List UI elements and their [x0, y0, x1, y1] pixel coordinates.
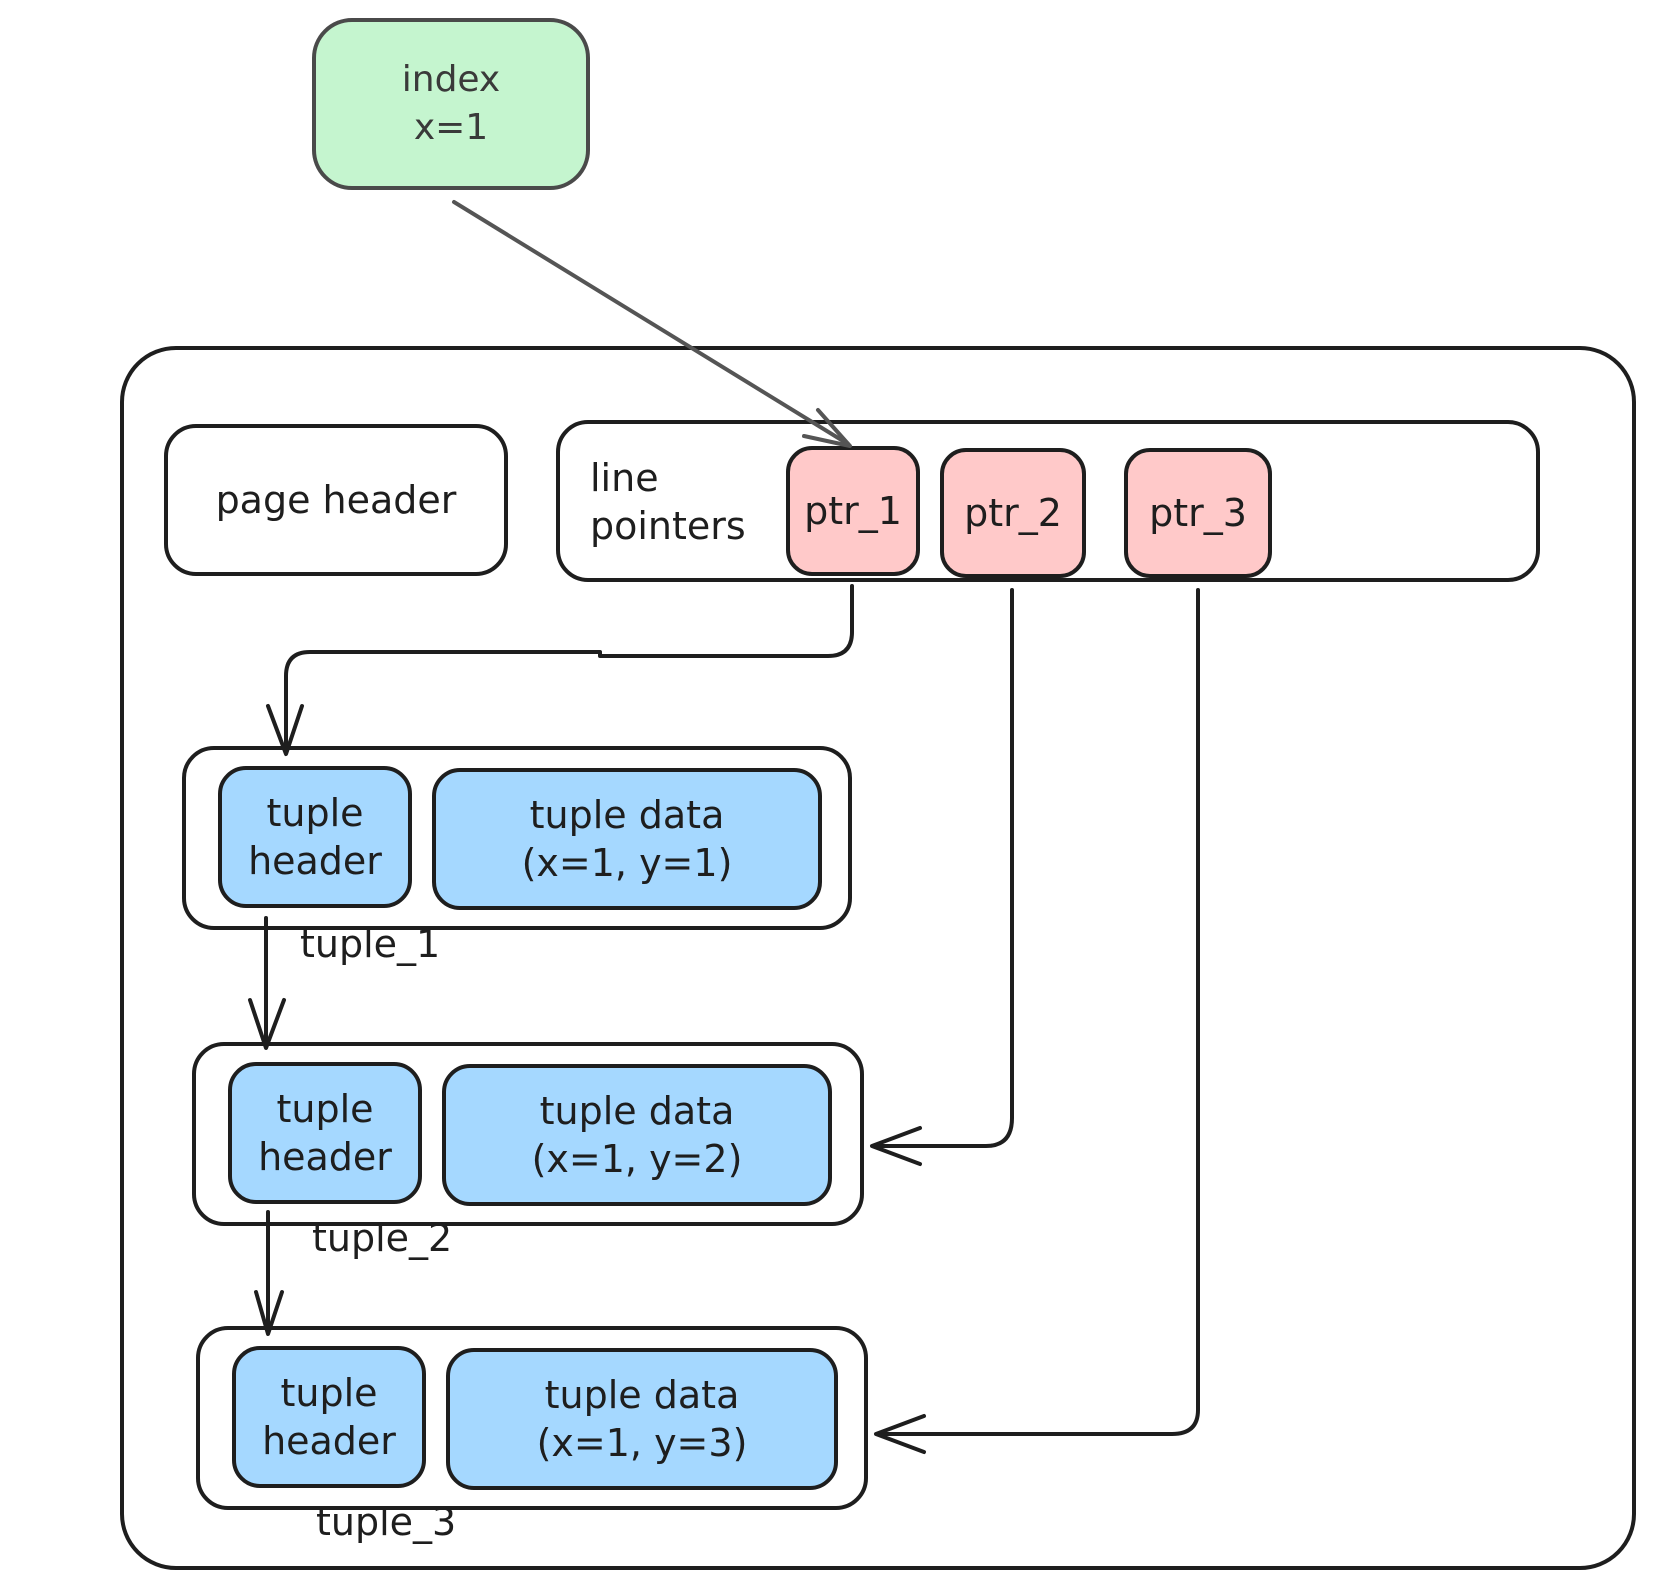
tuple-1-name: tuple_1 — [300, 922, 441, 966]
tuple-2-data-line1: tuple data — [539, 1089, 735, 1133]
pointer-ptr-2: ptr_2 — [940, 448, 1086, 578]
tuple-2-name: tuple_2 — [312, 1216, 453, 1260]
tuple-3-data-line1: tuple data — [544, 1373, 740, 1417]
tuple-1-header-line1: tuple — [266, 791, 364, 835]
tuple-3-name: tuple_3 — [316, 1500, 457, 1544]
tuple-2-box — [192, 1042, 864, 1226]
index-node: index x=1 — [312, 18, 590, 190]
tuple-1-data: tuple data (x=1, y=1) — [432, 768, 822, 910]
pointer-ptr-3-label: ptr_3 — [1149, 491, 1247, 535]
tuple-2-header-line2: header — [258, 1135, 392, 1179]
tuple-1-data-line2: (x=1, y=1) — [521, 841, 733, 885]
tuple-1-data-line1: tuple data — [529, 793, 725, 837]
heap-page — [120, 346, 1636, 1570]
index-node-key: x=1 — [413, 107, 489, 148]
tuple-1-header-line2: header — [248, 839, 382, 883]
tuple-3-header: tuple header — [232, 1346, 426, 1488]
tuple-2-data-line2: (x=1, y=2) — [531, 1137, 743, 1181]
tuple-3-header-line2: header — [262, 1419, 396, 1463]
pointer-ptr-3: ptr_3 — [1124, 448, 1272, 578]
pointer-ptr-2-label: ptr_2 — [964, 491, 1062, 535]
tuple-1-header: tuple header — [218, 766, 412, 908]
index-node-title: index — [401, 59, 501, 100]
line-pointers-box: line pointers — [556, 420, 1540, 582]
tuple-3-data-line2: (x=1, y=3) — [536, 1421, 748, 1465]
line-pointers-label-line1: line — [590, 456, 659, 500]
tuple-3-data: tuple data (x=1, y=3) — [446, 1348, 838, 1490]
tuple-2-data: tuple data (x=1, y=2) — [442, 1064, 832, 1206]
pointer-ptr-1-label: ptr_1 — [804, 489, 902, 533]
page-header-label: page header — [215, 478, 457, 522]
tuple-3-header-line1: tuple — [280, 1371, 378, 1415]
tuple-3-box — [196, 1326, 868, 1510]
pointer-ptr-1: ptr_1 — [786, 446, 920, 576]
line-pointers-label-line2: pointers — [590, 504, 746, 548]
tuple-2-header-line1: tuple — [276, 1087, 374, 1131]
page-header-box: page header — [164, 424, 508, 576]
tuple-2-header: tuple header — [228, 1062, 422, 1204]
